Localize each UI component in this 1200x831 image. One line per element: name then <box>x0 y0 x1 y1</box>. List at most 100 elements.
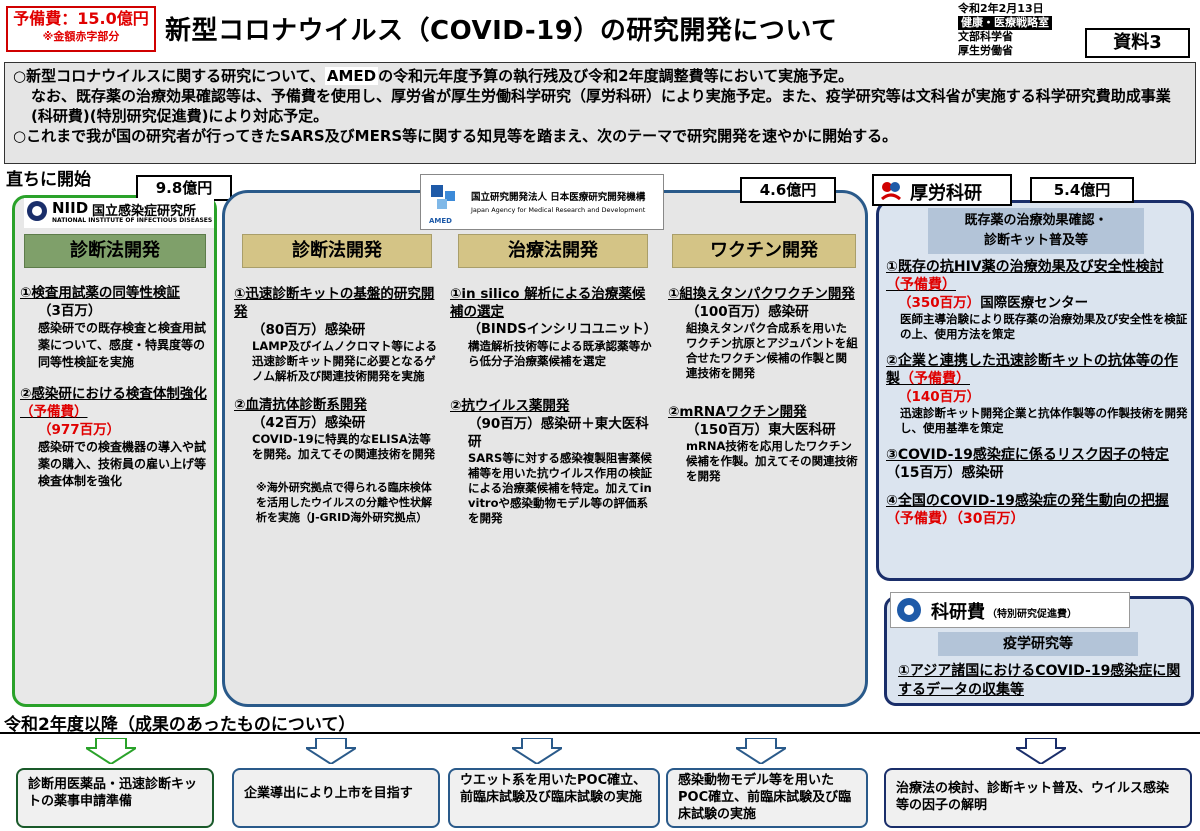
amed-col2-item1-desc: 構造解析技術等による既承認薬等から低分子治療薬候補を選定 <box>468 339 652 368</box>
reserve-note: ※金額赤字部分 <box>42 30 120 43</box>
niid-item2-desc: 感染研での検査機器の導入や試薬の購入、技術員の雇い上げ等検査体制を強化 <box>38 440 207 488</box>
kosei-item3-title: ③COVID-19感染症に係るリスク因子の特定 <box>886 447 1169 463</box>
doc-date: 令和2年2月13日 <box>958 2 1044 15</box>
amed-col1-item2-desc: COVID-19に特異的なELISA法等を開発。加えてその関連技術を開発 <box>252 432 436 461</box>
amed-col2-item2-title: ②抗ウイルス薬開発 <box>450 398 570 414</box>
amed-emblem-icon <box>431 185 455 209</box>
niid-abbr: NIID <box>52 199 89 217</box>
kosei-item2-title: ②企業と連携した迅速診断キットの抗体等の作製（予備費） <box>886 352 1188 388</box>
kaken-header: 疫学研究等 <box>938 632 1138 656</box>
kosei-item1-title: ①既存の抗HIV薬の治療効果及び安全性検討 （予備費） <box>886 258 1188 294</box>
amed-col2-item2-desc: SARS等に対する感染複製阻害薬候補等を用いた抗ウイルス作用の検証による治療薬候… <box>468 451 652 525</box>
amed-col1-item1-amount: （80百万）感染研 <box>252 322 366 338</box>
arrow-down-icon <box>86 738 136 764</box>
amed-col1-header: 診断法開発 <box>242 234 432 268</box>
amed-col1-item2-amount: （42百万）感染研 <box>252 415 366 431</box>
niid-header: 診断法開発 <box>24 234 206 268</box>
niid-item1-title: ①検査用試薬の同等性検証 <box>20 285 180 301</box>
org-block: 令和2年2月13日 健康・医療戦略室 文部科学省 厚生労働省 <box>958 2 1052 58</box>
intro-p2: なお、既存薬の治療効果確認等は、予備費を使用し、厚労省が厚生労働科学研究（厚労科… <box>31 87 1171 125</box>
amed-col1-item1-title: ①迅速診断キットの基盤的研究開発 <box>234 286 435 320</box>
kosei-item4-amount: （30百万） <box>956 511 1025 527</box>
arrow-down-icon <box>736 738 786 764</box>
amed-col3-item2-amount: （150百万）東大医科研 <box>686 422 836 438</box>
section-later: 令和2年度以降（成果のあったものについて） <box>4 715 356 735</box>
amed-logo: AMED 国立研究開発法人 日本医療研究開発機構 Japan Agency fo… <box>420 174 664 230</box>
org-health-strategy: 健康・医療戦略室 <box>958 16 1052 30</box>
amed-col3-item2-title: ②mRNAワクチン開発 <box>668 404 807 420</box>
doc-label: 資料3 <box>1085 28 1190 58</box>
outcome-amed-diagnosis: 企業導出により上市を目指す <box>232 768 440 828</box>
section-divider <box>0 732 1200 734</box>
kaken-label-box: 科研費 （特別研究促進費） <box>890 592 1130 628</box>
kosei-item3-amount: （15百万）感染研 <box>886 465 1004 481</box>
kosei-label-box: 厚労科研 <box>872 174 1012 206</box>
kosei-header-1: 既存薬の治療効果確認・ <box>964 213 1108 228</box>
kosei-item1-desc: 医師主導治験により既存薬の治療効果及び安全性を検証の上、使用方法を策定 <box>900 312 1188 341</box>
outcome-amed-vaccine: 感染動物モデル等を用いたPOC確立、前臨床試験及び臨床試験の実施 <box>666 768 868 828</box>
amed-col3-items: ①組換えタンパクワクチン開発 （100百万）感染研 組換えタンパク合成系を用いた… <box>668 285 858 484</box>
niid-panel <box>12 195 217 707</box>
kosei-item1-reserve: （予備費） <box>886 277 956 293</box>
amed-col1-note: ※海外研究拠点で得られる臨床検体を活用したウイルスの分離や性状解析を実施（J-G… <box>256 481 432 524</box>
kosei-label: 厚労科研 <box>910 183 982 204</box>
kosei-item1-title-text: ①既存の抗HIV薬の治療効果及び安全性検討 <box>886 259 1164 275</box>
intro-p1-a: ○新型コロナウイルスに関する研究について、 <box>13 67 325 85</box>
niid-items: ①検査用試薬の同等性検証 （3百万） 感染研での既存検査と検査用試薬について、感… <box>20 284 208 490</box>
amed-col2-item1-amount: （BINDSインシリコユニット） <box>468 322 657 337</box>
amed-name-en: Japan Agency for Medical Research and De… <box>471 206 646 214</box>
niid-item1-amount: （3百万） <box>38 303 102 319</box>
kosei-panel <box>876 200 1194 581</box>
amed-col2-items: ①in silico 解析による治療薬候補の選定 （BINDSインシリコユニット… <box>450 285 658 526</box>
kosei-item2-desc: 迅速診断キット開発企業と抗体作製等の作製技術を開発し、使用基準を策定 <box>900 406 1188 435</box>
section-start-now: 直ちに開始 <box>6 170 91 190</box>
arrow-down-icon <box>306 738 356 764</box>
org-mext: 文部科学省 <box>958 30 1013 43</box>
arrow-down-icon <box>512 738 562 764</box>
arrow-down-icon <box>1016 738 1066 764</box>
amed-col2-header: 治療法開発 <box>458 234 648 268</box>
mext-emblem-icon <box>897 598 921 622</box>
amed-col3-item1-desc: 組換えタンパク合成系を用いたワクチン抗原とアジュバントを組合せたワクチン候補の作… <box>686 321 858 380</box>
kosei-items: ①既存の抗HIV薬の治療効果及び安全性検討 （予備費） （350百万）国際医療セン… <box>886 258 1188 528</box>
kosei-item2-title-text: ②企業と連携した迅速診断キットの抗体等の作製 <box>886 353 1178 387</box>
kaken-label-sub: （特別研究促進費） <box>987 609 1077 620</box>
kosei-item1-amount: （350百万） <box>898 295 981 311</box>
outcome-amed-therapy: ウエット系を用いたPOC確立、前臨床試験及び臨床試験の実施 <box>448 768 660 828</box>
amed-col1-items: ①迅速診断キットの基盤的研究開発 （80百万）感染研 LAMP及びイムノクロマト… <box>234 285 442 525</box>
amed-col1-item2-title: ②血清抗体診断系開発 <box>234 397 367 413</box>
kosei-item1-org: 国際医療センター <box>980 295 1089 311</box>
niid-item2-title: ②感染研における検査体制強化 （予備費） <box>20 385 208 421</box>
amed-col3-item2-desc: mRNA技術を応用したワクチン候補を作製。加えてその関連技術を開発 <box>686 439 858 483</box>
amed-amount: 4.6億円 <box>740 177 836 203</box>
kosei-header: 既存薬の治療効果確認・ 診断キット普及等 <box>928 208 1144 254</box>
niid-logo: NIID 国立感染症研究所 NATIONAL INSTITUTE OF INFE… <box>24 198 214 228</box>
niid-name-en: NATIONAL INSTITUTE OF INFECTIOUS DISEASE… <box>52 217 213 224</box>
org-mhlw: 厚生労働省 <box>958 44 1013 57</box>
niid-item2-amount: （977百万） <box>38 422 121 438</box>
reserve-amount: 予備費：15.0億円 <box>13 9 149 28</box>
reserve-fund-box: 予備費：15.0億円 ※金額赤字部分 <box>6 6 156 52</box>
kosei-item4: ④全国のCOVID-19感染症の発生動向の把握 （予備費）（30百万） <box>886 492 1188 528</box>
kaken-label: 科研費 <box>931 602 985 623</box>
amed-col1-item1-desc: LAMP及びイムノクロマト等による迅速診断キット開発に必要となるゲノム解析及び関… <box>252 339 438 383</box>
niid-emblem-icon <box>27 201 47 221</box>
intro-p3: ○これまで我が国の研究者が行ってきたSARS及びMERS等に関する知見等を踏まえ… <box>13 127 898 145</box>
kosei-item4-title: ④全国のCOVID-19感染症の発生動向の把握 <box>886 493 1169 509</box>
niid-item2-title-a: ②感染研における検査体制強化 <box>20 386 207 402</box>
mhlw-emblem-icon <box>881 182 901 201</box>
outcome-kosei-kaken: 治療法の検討、診断キット普及、ウイルス感染等の因子の解明 <box>884 768 1192 828</box>
kosei-item2-amount: （140百万） <box>898 389 981 405</box>
amed-col2-item2-amount: （90百万）感染研＋東大医科研 <box>468 416 649 450</box>
kaken-item1-title: ①アジア諸国におけるCOVID-19感染症に関するデータの収集等 <box>898 663 1181 698</box>
niid-item2-reserve: （予備費） <box>20 404 88 420</box>
amed-col3-item1-amount: （100百万）感染研 <box>686 304 809 320</box>
intro-amed-highlight: AMED <box>324 67 379 85</box>
amed-col2-item1-title: ①in silico 解析による治療薬候補の選定 <box>450 286 646 320</box>
kosei-item3: ③COVID-19感染症に係るリスク因子の特定 （15百万）感染研 <box>886 446 1188 482</box>
kosei-item4-reserve: （予備費） <box>886 511 956 527</box>
niid-amount: 9.8億円 <box>136 175 232 201</box>
niid-item1-desc: 感染研での既存検査と検査用試薬について、感度・特異度等の同等性検証を実施 <box>38 321 207 369</box>
intro-p1-b: の令和元年度予算の執行残及び令和2年度調整費等において実施予定。 <box>378 67 854 85</box>
